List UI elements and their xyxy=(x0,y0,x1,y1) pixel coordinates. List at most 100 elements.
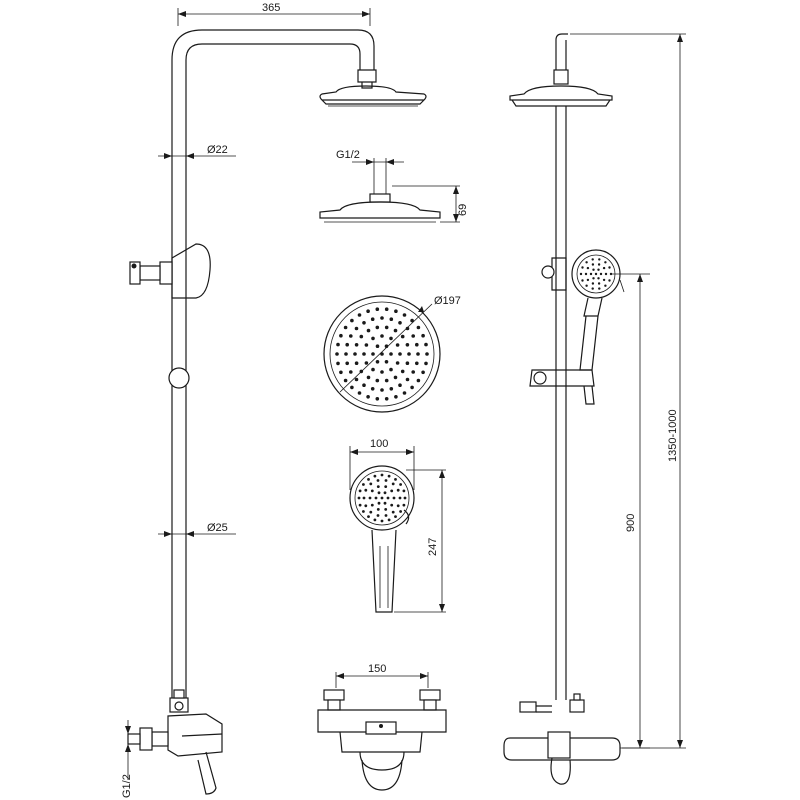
nozzle-dot xyxy=(349,370,353,374)
nozzle-dot xyxy=(362,352,366,356)
nozzle-dot xyxy=(357,313,362,317)
nozzle-dot xyxy=(608,279,611,282)
arrow xyxy=(186,531,194,537)
dim-slide-rail-height: 900 xyxy=(625,514,637,532)
nozzle-dot xyxy=(402,503,406,507)
nozzle-dot xyxy=(391,510,395,514)
shower-arm xyxy=(171,29,375,70)
nozzle-dot xyxy=(384,307,389,312)
arrow xyxy=(406,449,414,455)
nozzle-dot xyxy=(589,272,593,276)
arrow xyxy=(439,470,445,478)
dim-inlet-thread: G1/2 xyxy=(121,774,133,798)
wall-bracket xyxy=(129,243,211,299)
overhead-head-detail xyxy=(319,193,441,223)
dim-head-diameter: Ø197 xyxy=(434,295,461,307)
front-riser-top xyxy=(555,33,568,70)
nozzle-dot xyxy=(375,378,380,383)
dim-head-height: 69 xyxy=(457,204,469,216)
dim-upper-pipe-diameter: Ø22 xyxy=(207,144,228,156)
nozzle-dot xyxy=(362,496,366,500)
dim-lower-pipe-diameter: Ø25 xyxy=(207,522,228,534)
nozzle-dot xyxy=(362,483,365,486)
nozzle-dot xyxy=(386,496,390,500)
nozzle-dot xyxy=(597,263,601,266)
nozzle-dot xyxy=(394,395,398,399)
nozzle-dot xyxy=(591,263,595,266)
nozzle-dot xyxy=(597,268,600,271)
nozzle-dot xyxy=(395,343,400,347)
nozzle-dot xyxy=(375,360,380,364)
nozzle-dot xyxy=(380,334,384,338)
nozzle-dot xyxy=(358,489,362,493)
arrow xyxy=(350,449,358,455)
nozzle-dot xyxy=(389,387,394,391)
nozzle-dot xyxy=(602,278,606,282)
front-hand-nozzles xyxy=(579,258,613,290)
nozzle-dot xyxy=(345,361,350,366)
nozzle-dot xyxy=(345,342,350,347)
nozzle-dot xyxy=(370,503,374,507)
nozzle-dot xyxy=(384,378,389,383)
nozzle-dot xyxy=(387,518,391,522)
nozzle-dot xyxy=(416,378,421,383)
slide-holder-knob xyxy=(168,367,190,389)
nozzle-dot xyxy=(395,361,400,365)
nozzle-dot xyxy=(376,485,380,488)
nozzle-dot xyxy=(411,370,416,374)
nozzle-dot xyxy=(585,261,588,264)
front-head-connector xyxy=(553,69,569,85)
nozzle-dot xyxy=(370,489,374,493)
nozzle-dot xyxy=(598,258,601,261)
nozzle-dot xyxy=(411,334,416,338)
nozzle-dot xyxy=(362,383,366,388)
nozzle-dot xyxy=(364,504,368,508)
overhead-head-face xyxy=(323,295,441,413)
nozzle-dot xyxy=(384,485,388,488)
nozzle-dot xyxy=(398,321,402,325)
nozzle-dot xyxy=(424,361,428,366)
nozzle-dot xyxy=(380,519,384,523)
dim-head-inlet-thread: G1/2 xyxy=(336,149,360,161)
nozzle-dot xyxy=(410,318,414,323)
head-nozzles xyxy=(335,307,429,401)
mixer-front-view xyxy=(317,689,447,791)
nozzle-dot xyxy=(380,388,384,392)
nozzle-dot xyxy=(394,478,397,481)
nozzle-dot xyxy=(391,482,395,486)
nozzle-dot xyxy=(380,473,384,477)
nozzle-dot xyxy=(591,287,594,290)
nozzle-dot xyxy=(399,483,402,486)
nozzle-dot xyxy=(609,272,613,276)
nozzle-dot xyxy=(581,279,584,282)
nozzle-dot xyxy=(362,510,365,513)
arrow xyxy=(336,673,344,679)
dim-arm-length: 365 xyxy=(262,2,280,14)
nozzle-dot xyxy=(597,277,600,280)
nozzle-dot xyxy=(405,326,410,331)
nozzle-dot xyxy=(393,328,398,333)
nozzle-dot xyxy=(389,336,393,341)
arrow xyxy=(125,744,131,752)
arrow xyxy=(439,604,445,612)
nozzle-dot xyxy=(370,317,375,322)
nozzle-dot xyxy=(339,370,343,375)
nozzle-dot xyxy=(425,352,429,356)
nozzle-dot xyxy=(376,508,380,511)
nozzle-dot xyxy=(368,496,372,500)
nozzle-dot xyxy=(369,510,373,514)
nozzle-dot xyxy=(398,352,402,356)
nozzle-dot xyxy=(374,496,378,500)
nozzle-dot xyxy=(339,333,343,338)
nozzle-dot xyxy=(384,514,388,517)
arrow xyxy=(453,186,459,194)
nozzle-dot xyxy=(364,361,369,365)
nozzle-dot xyxy=(384,479,388,482)
nozzle-dot xyxy=(367,478,370,481)
nozzle-dot xyxy=(410,385,414,390)
front-diverter xyxy=(519,693,585,713)
component-details: G1/2 69 Ø197 xyxy=(317,149,469,791)
nozzle-dot xyxy=(366,328,371,333)
nozzle-dot xyxy=(373,474,377,478)
nozzle-dot xyxy=(375,397,380,401)
